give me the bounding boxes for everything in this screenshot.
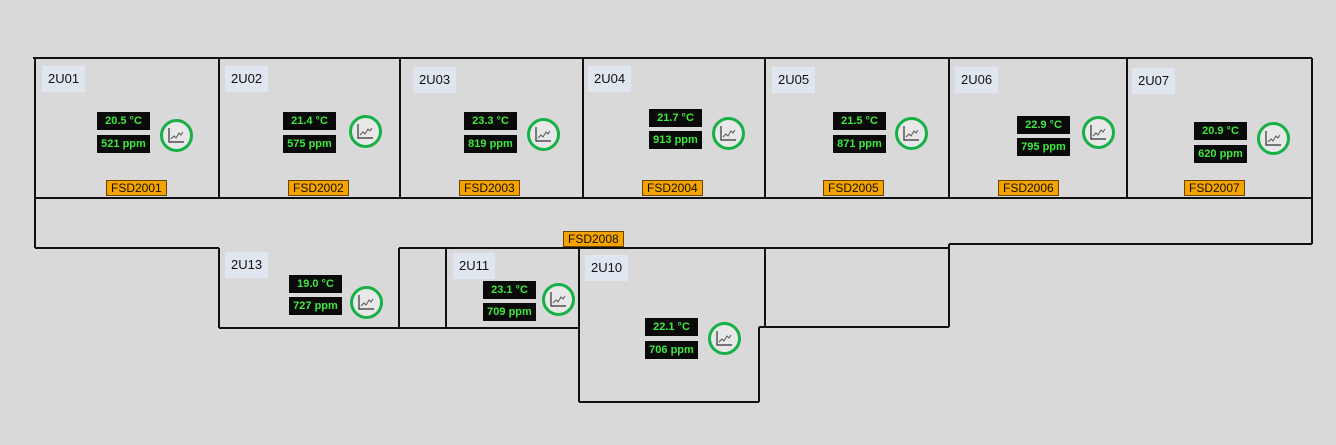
temp-reading-2U03: 23.3 °C — [464, 112, 517, 130]
co2-reading-2U10: 706 ppm — [645, 341, 698, 359]
fire-damper-FSD2002[interactable]: FSD2002 — [288, 180, 349, 196]
trend-chart-icon — [903, 126, 919, 141]
co2-reading-2U13: 727 ppm — [289, 297, 342, 315]
trend-button-2U10[interactable] — [708, 322, 741, 355]
trend-chart-icon — [550, 292, 566, 307]
temp-reading-2U04: 21.7 °C — [649, 109, 702, 127]
temp-reading-2U02: 21.4 °C — [283, 112, 336, 130]
trend-button-2U04[interactable] — [712, 117, 745, 150]
fire-damper-FSD2004[interactable]: FSD2004 — [642, 180, 703, 196]
temp-reading-2U07: 20.9 °C — [1194, 122, 1247, 140]
fire-damper-FSD2005[interactable]: FSD2005 — [823, 180, 884, 196]
trend-chart-icon — [720, 126, 736, 141]
room-label-2U10: 2U10 — [585, 255, 629, 281]
fire-damper-FSD2006[interactable]: FSD2006 — [998, 180, 1059, 196]
fire-damper-FSD2008[interactable]: FSD2008 — [563, 231, 624, 247]
trend-button-2U01[interactable] — [160, 119, 193, 152]
trend-button-2U13[interactable] — [350, 286, 383, 319]
co2-reading-2U05: 871 ppm — [833, 135, 886, 153]
room-label-2U07: 2U07 — [1132, 68, 1176, 94]
trend-chart-icon — [1090, 125, 1106, 140]
room-label-2U11: 2U11 — [453, 253, 496, 279]
co2-reading-2U04: 913 ppm — [649, 131, 702, 149]
room-label-2U01: 2U01 — [42, 66, 86, 92]
trend-button-2U07[interactable] — [1257, 122, 1290, 155]
room-label-2U04: 2U04 — [588, 66, 632, 92]
trend-chart-icon — [1265, 131, 1281, 146]
trend-chart-icon — [535, 127, 551, 142]
fire-damper-FSD2007[interactable]: FSD2007 — [1184, 180, 1245, 196]
room-label-2U02: 2U02 — [225, 66, 269, 92]
room-label-2U13: 2U13 — [225, 252, 269, 278]
temp-reading-2U11: 23.1 °C — [483, 281, 536, 299]
co2-reading-2U07: 620 ppm — [1194, 145, 1247, 163]
trend-button-2U06[interactable] — [1082, 116, 1115, 149]
trend-button-2U11[interactable] — [542, 283, 575, 316]
room-label-2U05: 2U05 — [772, 67, 816, 93]
trend-chart-icon — [357, 124, 373, 139]
co2-reading-2U02: 575 ppm — [283, 135, 336, 153]
temp-reading-2U13: 19.0 °C — [289, 275, 342, 293]
temp-reading-2U01: 20.5 °C — [97, 112, 150, 130]
trend-button-2U05[interactable] — [895, 117, 928, 150]
room-label-2U03: 2U03 — [413, 67, 457, 93]
fire-damper-FSD2001[interactable]: FSD2001 — [106, 180, 167, 196]
fire-damper-FSD2003[interactable]: FSD2003 — [459, 180, 520, 196]
temp-reading-2U05: 21.5 °C — [833, 112, 886, 130]
co2-reading-2U03: 819 ppm — [464, 135, 517, 153]
trend-chart-icon — [358, 295, 374, 310]
trend-button-2U03[interactable] — [527, 118, 560, 151]
temp-reading-2U10: 22.1 °C — [645, 318, 698, 336]
trend-chart-icon — [716, 331, 732, 346]
trend-button-2U02[interactable] — [349, 115, 382, 148]
co2-reading-2U06: 795 ppm — [1017, 138, 1070, 156]
trend-chart-icon — [168, 128, 184, 143]
co2-reading-2U11: 709 ppm — [483, 303, 536, 321]
temp-reading-2U06: 22.9 °C — [1017, 116, 1070, 134]
room-label-2U06: 2U06 — [955, 67, 999, 93]
co2-reading-2U01: 521 ppm — [97, 135, 150, 153]
